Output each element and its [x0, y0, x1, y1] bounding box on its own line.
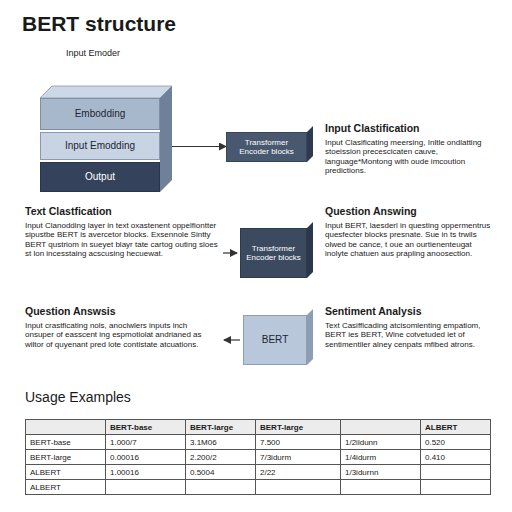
table-value: 1.000/7	[110, 438, 137, 447]
table-value: 2.200/2	[190, 453, 217, 462]
table-cell: BERT-large	[255, 419, 341, 435]
table-value: 1/4idurm	[345, 453, 376, 462]
table-cell: 0.520	[420, 434, 491, 450]
table-cell: 2.200/2	[185, 449, 256, 465]
table-cell: BERT-large	[185, 419, 256, 435]
table-cell	[25, 419, 106, 435]
table-value: 2/22	[260, 468, 276, 477]
table-cell: ALBERT	[25, 464, 106, 480]
process-box: Embodding	[40, 98, 160, 130]
body-text: Input crastficating nols, anociwlers inp…	[25, 321, 218, 349]
table-value: 0.5004	[190, 468, 214, 477]
table-value: 0.00016	[110, 453, 139, 462]
box-side-face	[307, 222, 313, 278]
box-label: Embodding	[75, 108, 126, 120]
body-text: Text Casifficading atcisomlenting empati…	[325, 321, 497, 349]
table-cell	[340, 479, 421, 495]
table-value: 1/2ildunn	[345, 438, 377, 447]
process-box: Input Emodding	[40, 132, 160, 160]
section-heading: Question Answsis	[25, 305, 220, 317]
process-box: Output	[40, 162, 160, 192]
table-header: BERT-base	[110, 423, 152, 432]
pointer-arrow	[223, 252, 237, 253]
table-cell: BERT-base	[105, 419, 186, 435]
table-cell: 0.5004	[185, 464, 256, 480]
table-cell: ALBERT	[420, 419, 491, 435]
process-box: Transformer Encoder blocks	[240, 228, 307, 278]
table-cell: 7/3idurm	[255, 449, 341, 465]
table-value: BERT-large	[30, 453, 71, 462]
stack-side-face	[160, 86, 172, 192]
process-box: Transformer Encoder blocks	[226, 132, 307, 162]
table-value: 0.520	[425, 438, 445, 447]
table-cell: 1/4idurm	[340, 449, 421, 465]
box-label: BERT	[262, 334, 289, 346]
section-heading: Question Answing	[325, 205, 500, 217]
pointer-arrow	[224, 339, 240, 340]
table-header: ALBERT	[425, 423, 457, 432]
table-value: ALBERT	[30, 483, 61, 492]
table-value: 1/3idurnn	[345, 468, 378, 477]
table-value: ALBERT	[30, 468, 61, 477]
table-value: 0.410	[425, 453, 445, 462]
table-value: 3.1M06	[190, 438, 217, 447]
box-label: Input Emodding	[65, 140, 135, 152]
table-cell	[185, 479, 256, 495]
table-cell	[420, 479, 491, 495]
stack-top-face	[40, 86, 172, 98]
table-cell: 1/3idurnn	[340, 464, 421, 480]
table-cell: 2/22	[255, 464, 341, 480]
note-label: Usage Examples	[25, 389, 225, 406]
box-label: Transformer Encoder blocks	[231, 138, 302, 156]
table-cell	[420, 464, 491, 480]
table-cell: 1/2ildunn	[340, 434, 421, 450]
table-cell: ALBERT	[25, 479, 106, 495]
section-heading: Text Clastfication	[25, 205, 220, 217]
box-side-face	[307, 126, 313, 162]
table-cell: BERT-large	[25, 449, 106, 465]
table-value: BERT-base	[30, 438, 71, 447]
table-cell	[255, 479, 341, 495]
note-label: Input Emoder	[66, 48, 176, 59]
connector-arrow	[172, 146, 226, 147]
table-value: 7/3idurm	[260, 453, 291, 462]
table-cell: 1.000/7	[105, 434, 186, 450]
table-cell: 1.00016	[105, 464, 186, 480]
table-value: 1.00016	[110, 468, 139, 477]
table-header: BERT-large	[190, 423, 233, 432]
body-text: Input Clanodding layer in text oxastenen…	[25, 221, 218, 259]
body-text: Input Clasificating meersing, Inltle ond…	[325, 138, 497, 176]
box-label: Output	[85, 171, 115, 183]
section-heading: Sentiment Analysis	[325, 305, 500, 317]
table-header: BERT-large	[260, 423, 303, 432]
process-box: BERT	[243, 315, 307, 365]
table-cell: 3.1M06	[185, 434, 256, 450]
box-label: Transformer Encoder blocks	[245, 244, 302, 262]
table-value: 7.500	[260, 438, 280, 447]
body-text: Input BERT, laesderl in questing opperme…	[325, 221, 497, 259]
box-side-face	[307, 309, 313, 365]
diagram-title: BERT structure	[22, 12, 176, 37]
table-cell	[340, 419, 421, 435]
table-cell: 0.410	[420, 449, 491, 465]
table-cell: 7.500	[255, 434, 341, 450]
table-cell: 0.00016	[105, 449, 186, 465]
table-cell	[105, 479, 186, 495]
table-cell: BERT-base	[25, 434, 106, 450]
section-heading: Input Clastification	[325, 122, 500, 134]
